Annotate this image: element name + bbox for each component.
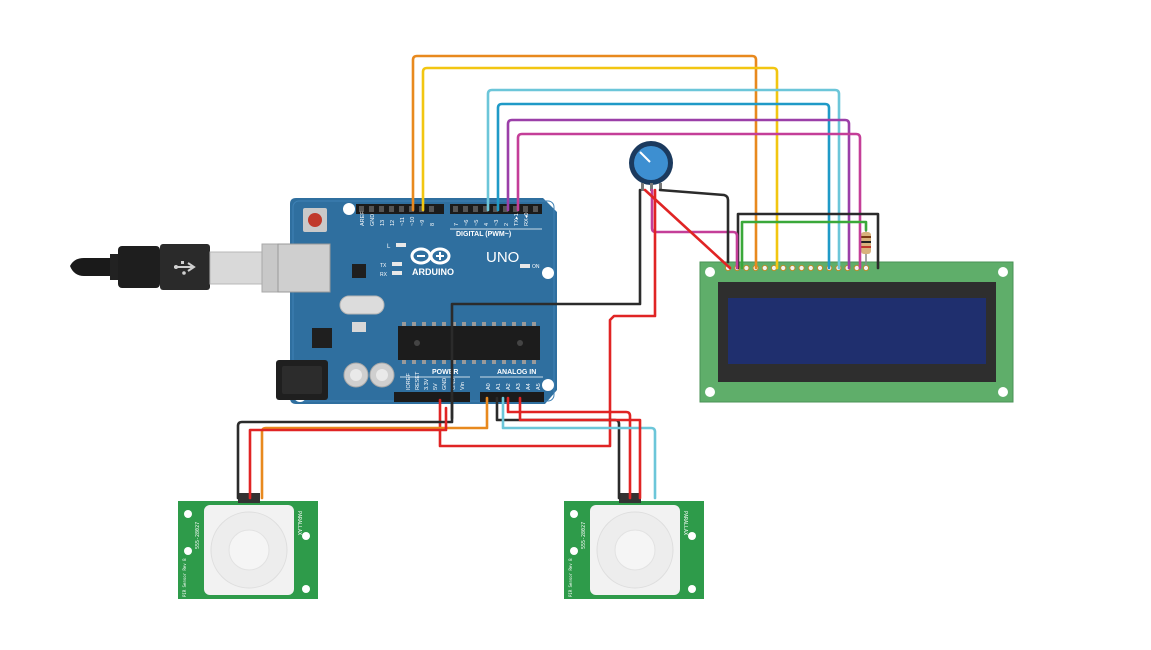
wire [438,188,657,448]
wire [516,132,862,270]
lcd-pin [862,264,870,272]
arduino-brand-label: ARDUINO [412,267,454,277]
arduino-model-label: UNO [486,249,519,266]
wires [236,54,880,500]
wire [501,396,657,500]
digital-pin-label: ~11 [400,217,406,226]
power-pin-label: GND [442,378,448,390]
power-pin-label: GND [451,378,457,390]
arduino-logo [410,247,451,265]
analog-pin-label: A1 [496,383,502,390]
resistor-icon [861,226,871,266]
digital-pin-label: 13 [380,220,386,226]
digital-pin-label: 8 [430,223,436,226]
lcd-16x2-display [699,261,1014,403]
wire [506,118,851,270]
arduino-uno-board: ARDUINO UNO DIGITAL (PWM~) ANALOG IN POW… [276,198,557,404]
wire [643,188,732,270]
digital-pin-label: 4 [484,223,490,226]
lcd-pin [853,264,860,272]
analog-pin-label: A2 [506,383,512,390]
digital-header-label: DIGITAL (PWM~) [456,231,511,238]
digital-pin-label: ~5 [474,220,480,226]
power-pin-label: IOREF [406,373,412,390]
analog-pin-label: A4 [526,383,532,390]
pir-left-part-number: 555-28027 [195,522,201,549]
wire [421,66,779,270]
digital-pin-label: AREF [360,211,366,226]
digital-pin-label: 12 [390,220,396,226]
digital-pin-label: GND [370,214,376,226]
lcd-pin [743,264,750,272]
digital-pin-label: ~3 [494,220,500,226]
analog-pin-labels: A0 A1 A2 A3 A4 A5 [486,383,542,390]
digital-pin-label: 7 [454,223,460,226]
power-pin-label: Vin [460,382,466,390]
analog-pin-label: A3 [516,383,522,390]
lcd-pin [807,264,814,272]
wire [496,102,831,270]
pir-sensor-right: 555-28027 PARALLAX PIR Sensor Rev B [564,493,704,599]
led-rx-label: RX [380,272,388,278]
led-tx-label: TX [380,263,387,269]
digital-pin-label: ~6 [464,220,470,226]
pir-sensor-left: 555-28027 PARALLAX PIR Sensor Rev B [178,493,318,599]
wire [506,396,632,500]
digital-pin-labels: AREF GND 13 12 ~11 ~10 ~9 8 7 ~6 ~5 4 ~3 2 TX▸1 RX◂0 [360,211,530,226]
wire [518,396,642,500]
wire [248,406,448,500]
pir-left-brand: PARALLAX [296,511,302,535]
power-pin-label: 3.3V [424,378,430,390]
digital-pin-label: ~9 [420,220,426,226]
digital-pin-label: ~10 [410,217,416,226]
wire [650,188,739,270]
pir-right-part-number: 555-28027 [581,522,587,549]
digital-pin-label: RX◂0 [524,213,530,226]
lcd-pin [789,264,796,272]
led-on-label: ON [532,264,540,270]
pir-left-model: PIR Sensor Rev B [182,558,187,597]
wire [740,220,868,270]
wire [450,188,642,420]
analog-header-label: ANALOG IN [497,369,536,376]
wire [486,88,841,270]
power-header-label: POWER [432,369,458,376]
power-pin-label: RESET [415,371,421,390]
lcd-pin [761,264,768,272]
pir-right-model: PIR Sensor Rev B [568,558,573,597]
wire [236,396,454,500]
wire [658,188,730,264]
lcd-pin [816,264,824,272]
digital-pin-label: TX▸1 [514,213,520,226]
pir-right-brand: PARALLAX [682,511,688,535]
analog-pin-label: A5 [536,383,542,390]
led-l-label: L [387,244,391,250]
analog-pin-label: A0 [486,383,492,390]
digital-pin-label: 2 [504,223,510,226]
lcd-pin [798,264,805,272]
wire [411,54,758,270]
power-pin-label: 5V [433,383,439,390]
potentiometer-icon [629,141,673,191]
lcd-screen [728,298,986,364]
lcd-pin [780,264,787,272]
